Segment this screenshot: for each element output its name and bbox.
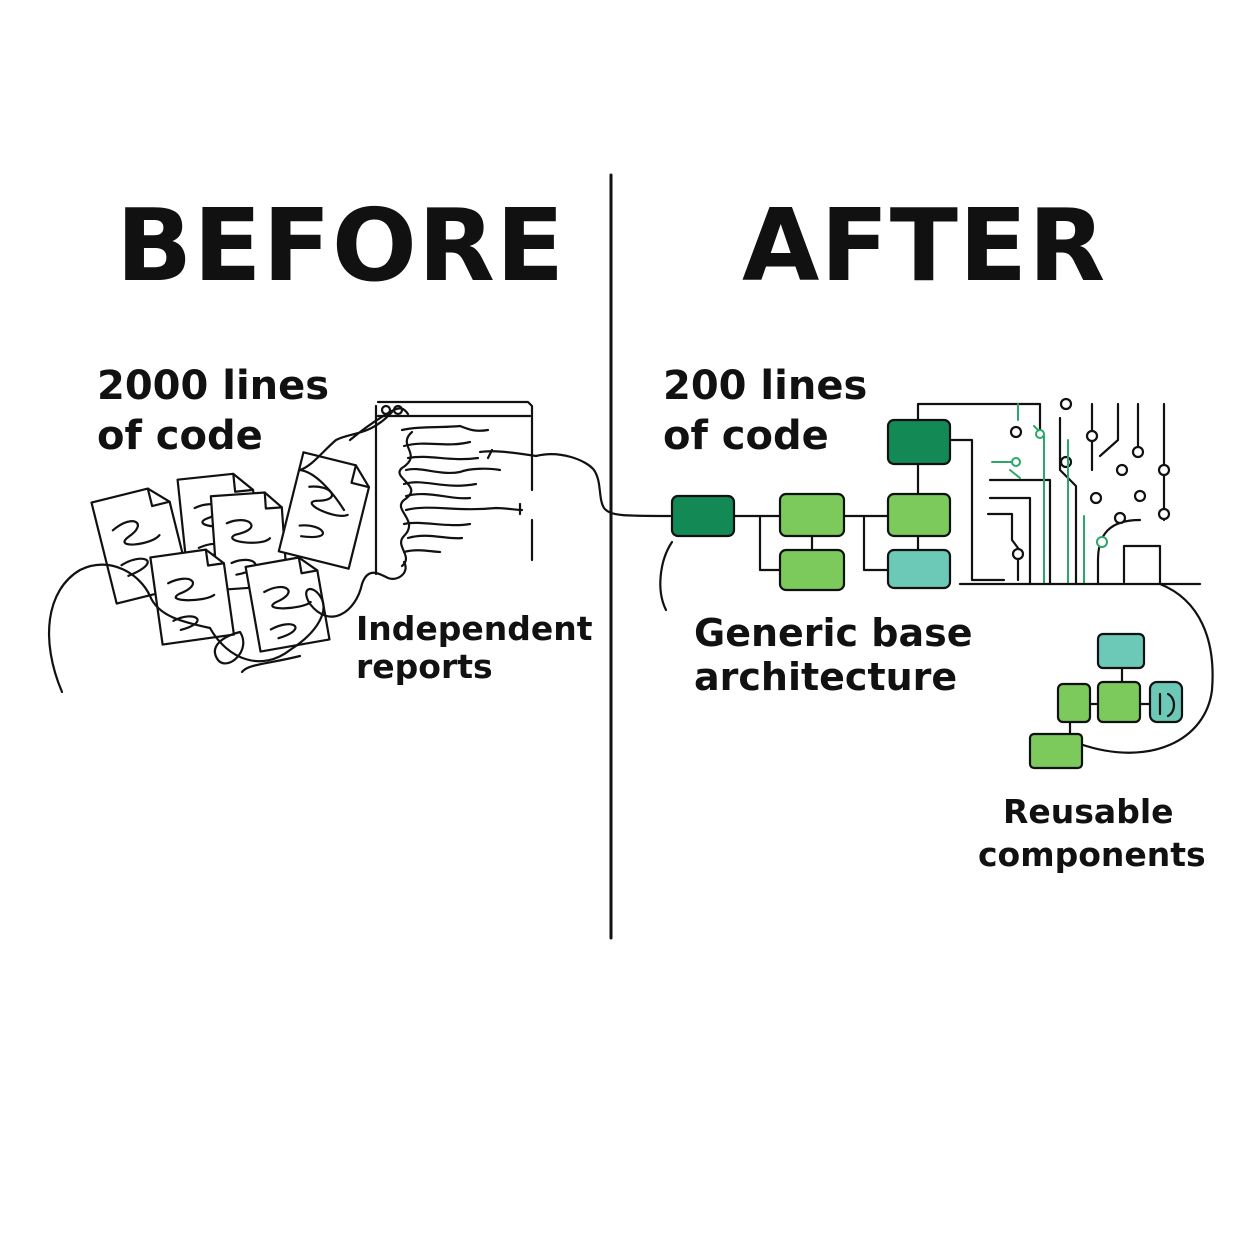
tangled-connector-line bbox=[47, 407, 672, 694]
circuit-traces bbox=[916, 397, 1202, 586]
reusable-components-caption-line2: components bbox=[978, 835, 1206, 874]
before-code-count-line1: 2000 lines bbox=[97, 363, 330, 409]
core-block-dark bbox=[670, 494, 736, 538]
top-block-dark bbox=[886, 418, 952, 466]
module-block-teal bbox=[886, 548, 952, 590]
generic-base-caption-line2: architecture bbox=[694, 655, 958, 699]
before-heading: BEFORE bbox=[116, 187, 566, 304]
component-block-teal bbox=[1148, 680, 1184, 724]
module-block-light bbox=[886, 492, 952, 538]
component-block-light bbox=[1028, 732, 1084, 770]
code-window bbox=[374, 400, 534, 576]
report-page-icon bbox=[277, 451, 371, 570]
report-page-icon bbox=[149, 548, 236, 646]
before-code-count-line2: of code bbox=[97, 413, 263, 459]
module-block-light bbox=[778, 492, 846, 538]
after-code-count-line2: of code bbox=[663, 413, 829, 459]
component-block-light bbox=[1096, 680, 1142, 724]
component-block-light bbox=[1056, 682, 1092, 724]
independent-reports-caption-line1: Independent bbox=[356, 609, 593, 648]
independent-reports-caption-line2: reports bbox=[356, 647, 493, 686]
component-block-teal bbox=[1096, 632, 1146, 670]
scattered-report-pages bbox=[90, 451, 371, 653]
after-code-count-line1: 200 lines bbox=[663, 363, 868, 409]
report-page-icon bbox=[244, 556, 331, 653]
reusable-components-cluster bbox=[1028, 582, 1214, 770]
architecture-blocks bbox=[659, 418, 1006, 612]
reusable-components-caption-line1: Reusable bbox=[1003, 792, 1174, 831]
module-block-light bbox=[778, 548, 846, 592]
connector-line bbox=[478, 450, 538, 458]
after-heading: AFTER bbox=[742, 187, 1107, 304]
generic-base-caption-line1: Generic base bbox=[694, 611, 973, 655]
